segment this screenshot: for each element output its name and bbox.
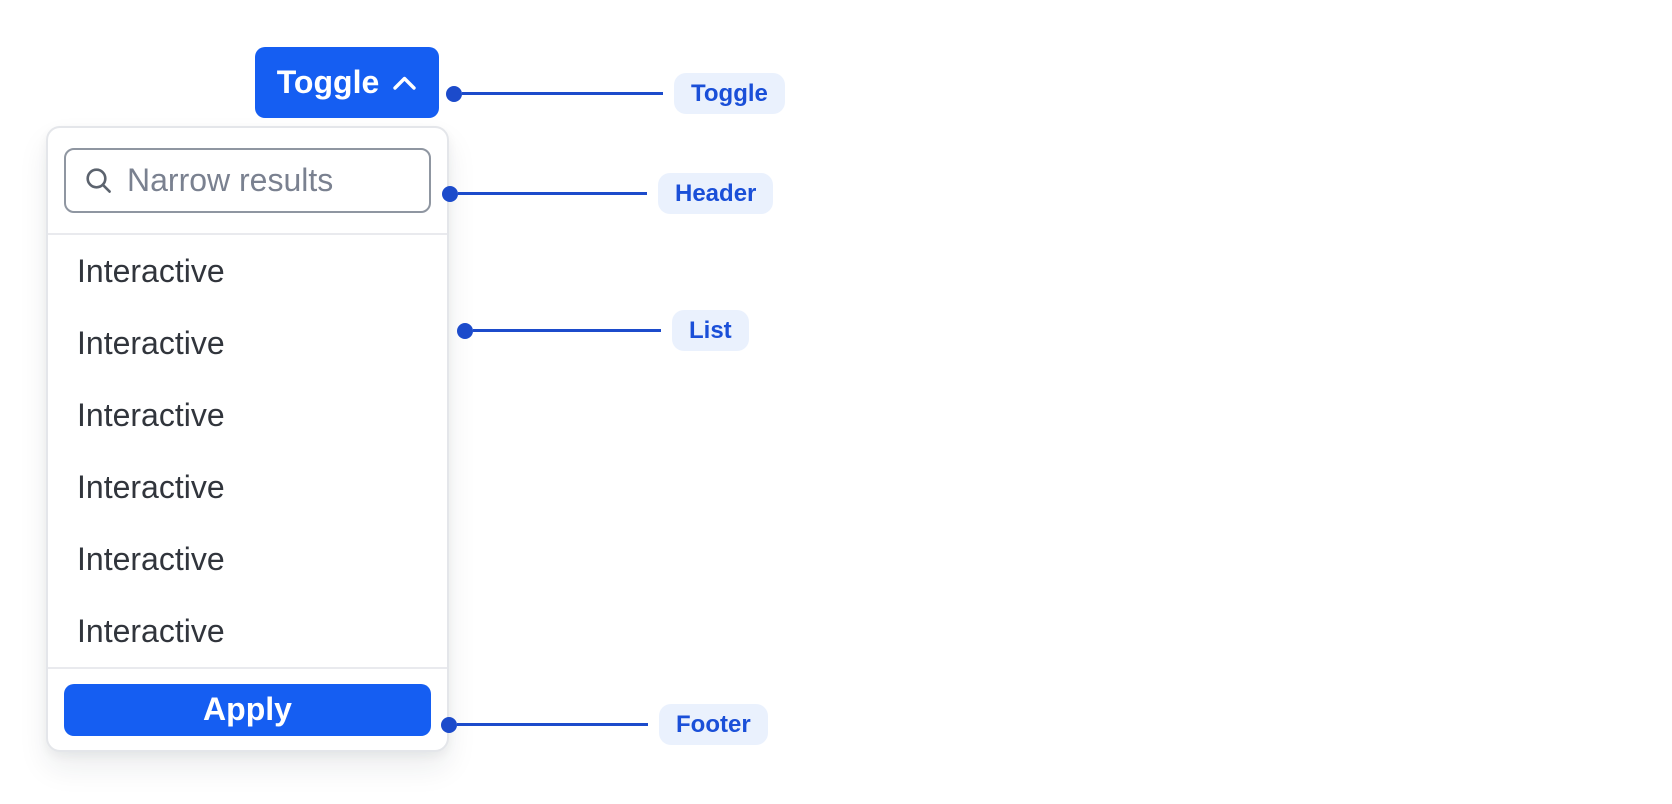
- search-input[interactable]: [127, 162, 411, 199]
- annotation-label-list: List: [672, 310, 749, 351]
- header-divider: [48, 233, 447, 235]
- dropdown-header: [48, 128, 447, 233]
- list-item[interactable]: Interactive: [48, 451, 447, 523]
- search-box[interactable]: [64, 148, 431, 213]
- footer-divider: [48, 667, 447, 669]
- connector-dot: [441, 716, 457, 733]
- toggle-button[interactable]: Toggle: [255, 47, 439, 118]
- dropdown-list: Interactive Interactive Interactive Inte…: [48, 235, 447, 667]
- dropdown-panel: Interactive Interactive Interactive Inte…: [46, 126, 449, 752]
- list-item[interactable]: Interactive: [48, 595, 447, 667]
- annotation-label-toggle: Toggle: [674, 73, 785, 114]
- connector-line: [473, 329, 661, 332]
- list-item[interactable]: Interactive: [48, 235, 447, 307]
- connector-dot: [442, 185, 458, 202]
- annotation-list: List: [457, 310, 749, 351]
- connector-line: [462, 92, 663, 95]
- list-item[interactable]: Interactive: [48, 307, 447, 379]
- dropdown-footer: Apply: [48, 669, 447, 750]
- list-item[interactable]: Interactive: [48, 523, 447, 595]
- toggle-button-label: Toggle: [276, 64, 380, 100]
- connector-line: [458, 192, 647, 195]
- chevron-up-icon: [392, 75, 417, 91]
- apply-button[interactable]: Apply: [64, 683, 431, 736]
- annotation-label-header: Header: [658, 173, 774, 214]
- list-item[interactable]: Interactive: [48, 379, 447, 451]
- annotation-footer: Footer: [441, 704, 768, 745]
- connector-line: [457, 723, 648, 726]
- annotation-label-footer: Footer: [659, 704, 768, 745]
- annotation-header: Header: [442, 173, 774, 214]
- connector-dot: [457, 322, 473, 339]
- search-icon: [84, 166, 113, 195]
- connector-dot: [446, 85, 462, 102]
- annotation-toggle: Toggle: [446, 73, 785, 114]
